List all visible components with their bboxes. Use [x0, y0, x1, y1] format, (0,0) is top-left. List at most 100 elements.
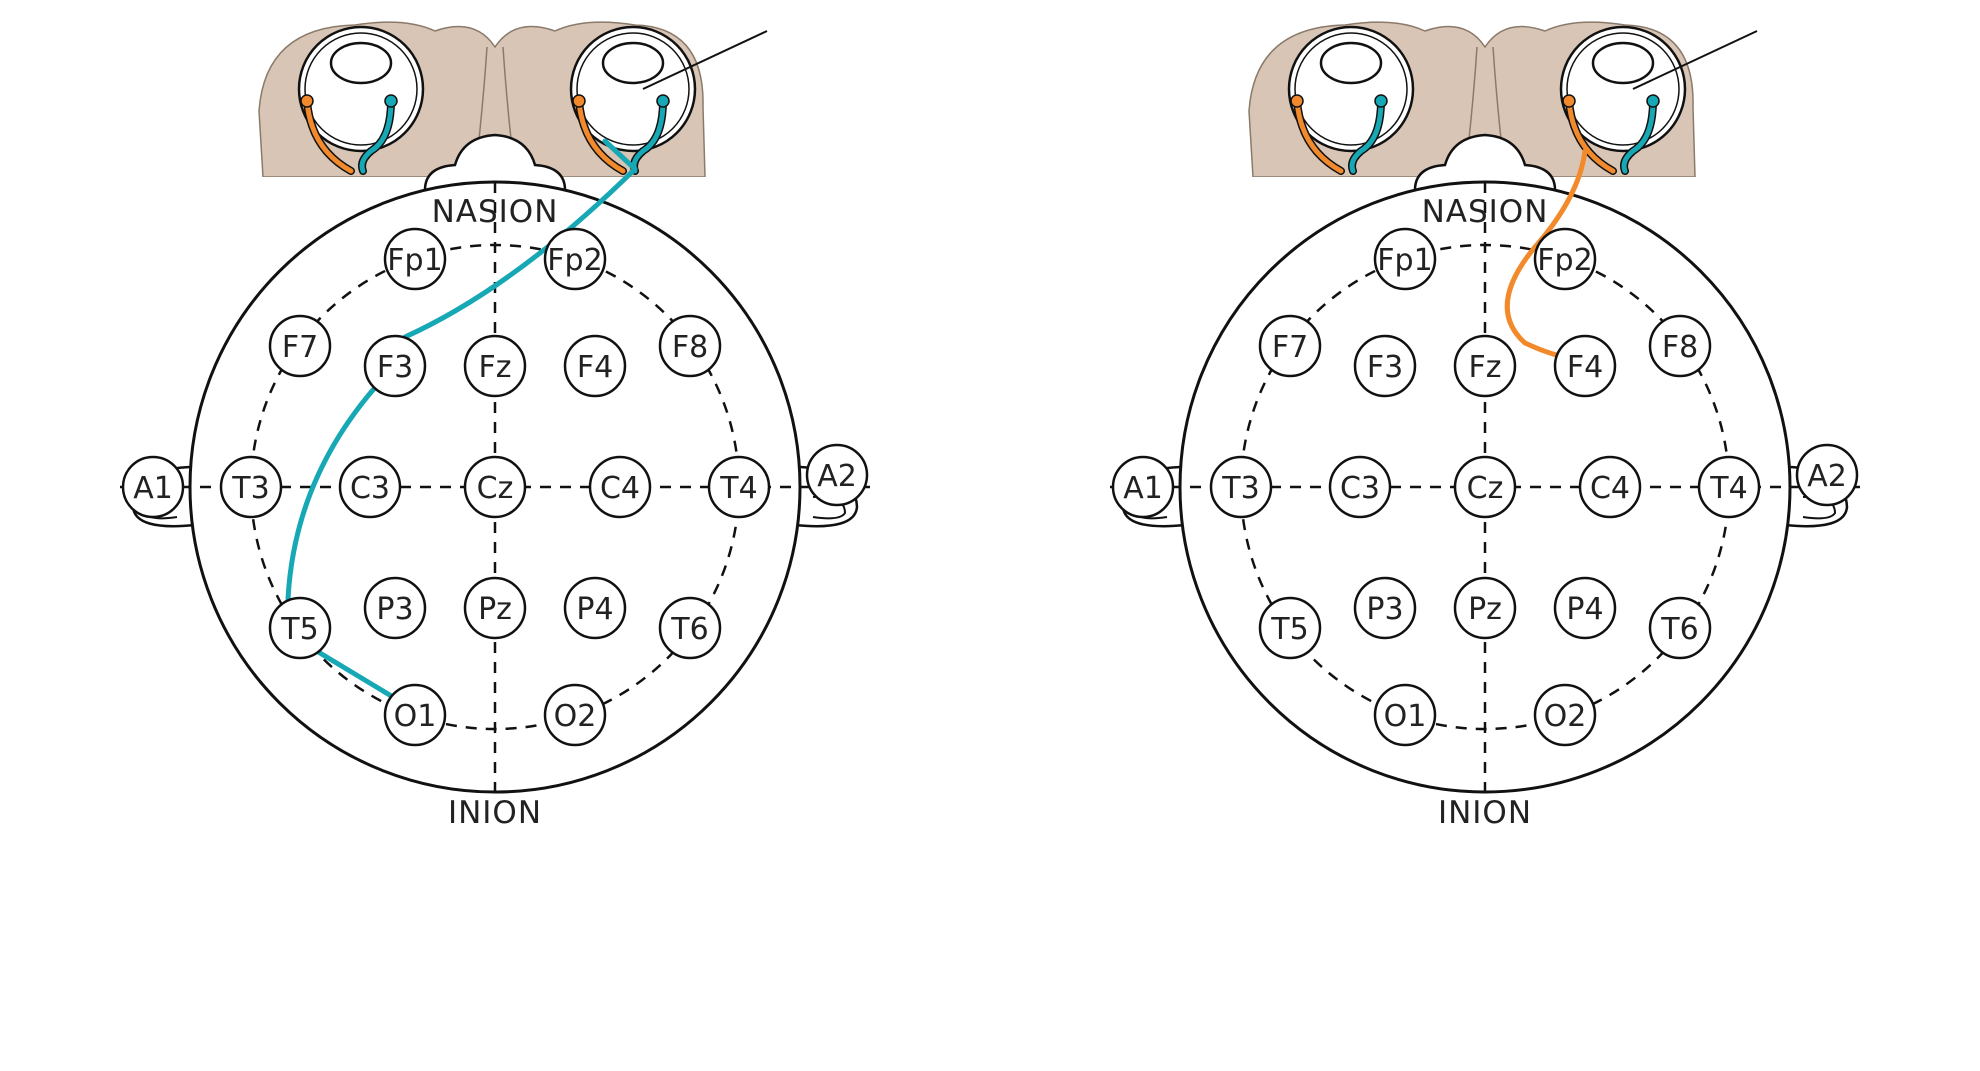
electrode-f3: F3 [363, 334, 427, 398]
electrode-f7: F7 [1258, 314, 1322, 378]
electrode-label: F7 [282, 330, 318, 365]
electrode-label: Fz [478, 350, 511, 385]
electrode-a2: A2 [805, 443, 869, 507]
electrode-label: Fz [1468, 350, 1501, 385]
inion-label: INION [1438, 795, 1532, 831]
visual-pathway-orange [1504, 148, 1588, 362]
electrode-t5: T5 [1258, 596, 1322, 660]
electrode-label: T3 [231, 471, 269, 506]
nose [423, 133, 567, 191]
electrode-fp2: Fp2 [1533, 227, 1597, 291]
electrode-fp1: Fp1 [383, 227, 447, 291]
nasion-label: NASION [1422, 194, 1549, 230]
electrode-label: C4 [1590, 471, 1630, 506]
electrode-label: P3 [1366, 592, 1403, 627]
electrode-pz: Pz [1453, 576, 1517, 640]
eyeball-right [1559, 25, 1687, 175]
electrode-fp1: Fp1 [1373, 227, 1437, 291]
electrode-p3: P3 [1353, 576, 1417, 640]
electrode-label: Fp2 [1537, 243, 1592, 278]
electrode-p4: P4 [1553, 576, 1617, 640]
pointer-line [1632, 30, 1758, 90]
electrode-t6: T6 [1648, 596, 1712, 660]
eyes-anatomy [1248, 21, 1758, 178]
electrode-pz: Pz [463, 576, 527, 640]
electrode-cz: Cz [463, 455, 527, 519]
electrode-a2: A2 [1795, 443, 1859, 507]
electrode-label: Fp2 [547, 243, 602, 278]
electrode-f8: F8 [658, 314, 722, 378]
electrode-label: F3 [377, 350, 413, 385]
electrode-c4: C4 [1578, 455, 1642, 519]
electrode-label: Cz [1467, 471, 1504, 506]
electrode-t4: T4 [707, 455, 771, 519]
eyeball-right [569, 25, 697, 175]
electrode-f8: F8 [1648, 314, 1712, 378]
electrode-label: T5 [1270, 612, 1308, 647]
electrode-label: T6 [1660, 612, 1698, 647]
electrode-t4: T4 [1697, 455, 1761, 519]
electrode-label: P3 [376, 592, 413, 627]
electrode-label: A1 [1123, 471, 1163, 506]
electrode-o1: O1 [1373, 683, 1437, 747]
electrode-label: T4 [1709, 471, 1747, 506]
electrode-label: O2 [1544, 699, 1587, 734]
electrode-label: Pz [1468, 592, 1502, 627]
eyeball-left [297, 25, 425, 175]
electrode-f4: F4 [1553, 334, 1617, 398]
electrode-label: A1 [133, 471, 173, 506]
electrode-t3: T3 [1209, 455, 1273, 519]
electrode-o1: O1 [383, 683, 447, 747]
electrode-label: P4 [1566, 592, 1603, 627]
electrode-f4: F4 [563, 334, 627, 398]
electrode-c3: C3 [1328, 455, 1392, 519]
electrode-t3: T3 [219, 455, 283, 519]
electrode-label: O1 [394, 699, 437, 734]
electrode-o2: O2 [1533, 683, 1597, 747]
inion-label: INION [448, 795, 542, 831]
electrode-label: C3 [1340, 471, 1380, 506]
electrode-f7: F7 [268, 314, 332, 378]
electrode-label: T6 [670, 612, 708, 647]
electrode-label: F4 [577, 350, 613, 385]
electrode-label: T5 [280, 612, 318, 647]
electrode-p4: P4 [563, 576, 627, 640]
eyes-anatomy [258, 21, 768, 178]
electrode-p3: P3 [363, 576, 427, 640]
electrode-fz: Fz [1453, 334, 1517, 398]
nasion-label: NASION [432, 194, 559, 230]
electrode-label: F4 [1567, 350, 1603, 385]
electrode-c4: C4 [588, 455, 652, 519]
electrode-fz: Fz [463, 334, 527, 398]
electrode-label: C4 [600, 471, 640, 506]
electrode-label: F8 [1662, 330, 1698, 365]
electrode-label: O2 [554, 699, 597, 734]
electrode-label: Fp1 [387, 243, 442, 278]
electrode-a1: A1 [1111, 455, 1175, 519]
electrode-f3: F3 [1353, 334, 1417, 398]
electrode-label: T3 [1221, 471, 1259, 506]
electrode-label: F3 [1367, 350, 1403, 385]
electrode-t5: T5 [268, 596, 332, 660]
electrode-t6: T6 [658, 596, 722, 660]
electrode-label: Pz [478, 592, 512, 627]
electrode-o2: O2 [543, 683, 607, 747]
electrode-a1: A1 [121, 455, 185, 519]
electrode-label: T4 [719, 471, 757, 506]
electrode-label: F8 [672, 330, 708, 365]
electrode-label: A2 [817, 459, 857, 494]
electrode-label: C3 [350, 471, 390, 506]
eyeball-left [1287, 25, 1415, 175]
pointer-line [642, 30, 768, 90]
electrode-label: P4 [576, 592, 613, 627]
electrode-label: F7 [1272, 330, 1308, 365]
electrode-cz: Cz [1453, 455, 1517, 519]
electrode-label: O1 [1384, 699, 1427, 734]
electrode-label: Cz [477, 471, 514, 506]
